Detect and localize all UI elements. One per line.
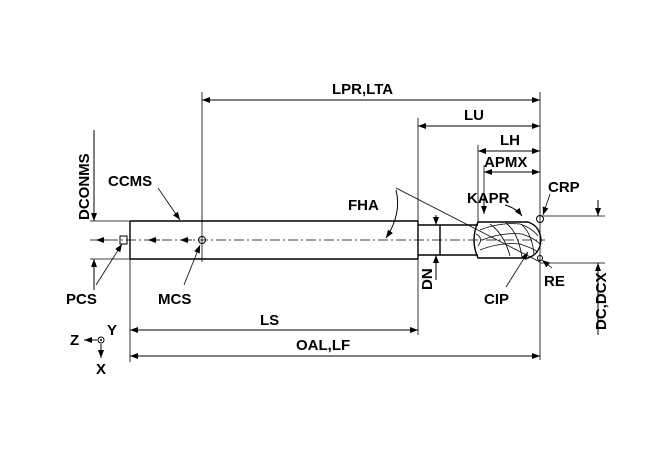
axis-label-z: Z [70,332,79,349]
label-crp: CRP [548,179,580,196]
label-apmx: APMX [484,154,527,171]
label-dc-dcx: DC,DCX [593,272,610,330]
coordinate-markers [119,215,544,261]
label-ls: LS [260,312,279,329]
dimension-lines [91,97,601,359]
leader-lines [95,187,553,288]
axis-triad [84,336,105,358]
label-lu: LU [464,107,484,124]
fha-angle [385,187,541,263]
label-pcs: PCS [66,291,97,308]
label-dn: DN [419,268,436,290]
label-lpr-lta: LPR,LTA [332,81,393,98]
label-lh: LH [500,132,520,149]
label-fha: FHA [348,197,379,214]
axis-label-y: Y [107,322,117,339]
axis-label-x: X [96,361,106,378]
label-mcs: MCS [158,291,191,308]
label-oal-lf: OAL,LF [296,337,350,354]
label-kapr: KAPR [467,190,510,207]
label-ccms: CCMS [108,173,152,190]
label-cip: CIP [484,291,509,308]
label-re: RE [544,273,565,290]
label-dconms: DCONMS [76,153,93,220]
